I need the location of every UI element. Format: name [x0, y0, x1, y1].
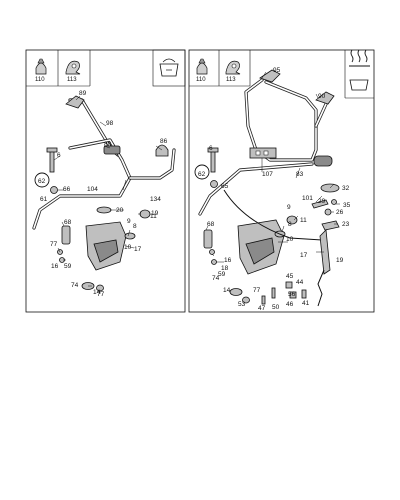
left-assembly [32, 95, 176, 294]
grommet [50, 186, 58, 194]
right-callout-18: 18 [221, 265, 229, 272]
right-callout-46: 46 [286, 301, 294, 308]
right-callout-11: 11 [300, 217, 307, 224]
left-callout-9: 9 [127, 218, 131, 225]
left-callout-10: 10 [124, 244, 132, 251]
reference-circle-62 [34, 172, 50, 188]
left-callout-19: 19 [151, 210, 159, 217]
left-callout-86: 86 [160, 138, 168, 145]
right-callout-77: 77 [253, 287, 261, 294]
left-callout-68: 68 [64, 219, 72, 226]
left-callout-74: 74 [71, 282, 79, 289]
left-callout-134: 134 [150, 196, 161, 203]
right-callout-62: 62 [198, 171, 206, 178]
right-callout-26: 26 [336, 209, 344, 216]
heater-element [249, 147, 277, 159]
left-callout-61: 61 [40, 196, 48, 203]
bolt [49, 149, 55, 173]
check-valve [103, 145, 121, 155]
bracket-icon [225, 60, 241, 75]
right-icon-label-113: 113 [226, 77, 236, 83]
left-callout-77: 77 [50, 241, 58, 248]
right-callout-44: 44 [296, 279, 304, 286]
right-callout-83: 83 [296, 171, 304, 178]
left-callout-77: 77 [97, 291, 105, 298]
right-callout-17: 17 [300, 252, 308, 259]
reference-circle-62 [194, 164, 210, 180]
right-callout-35: 35 [343, 202, 351, 209]
left-icon-label-113: 113 [67, 77, 77, 83]
right-callout-59: 59 [218, 271, 226, 278]
left-callout-59: 59 [64, 263, 72, 270]
right-icon-label-110: 110 [196, 77, 206, 83]
left-callout-6: 6 [57, 152, 61, 159]
right-header: 110 113 [189, 49, 374, 99]
right-callout-45: 45 [286, 273, 294, 280]
clip-icon [35, 58, 47, 75]
right-assembly [194, 69, 340, 307]
left-callout-11: 11 [150, 213, 157, 220]
left-icon-label-110: 110 [35, 77, 45, 83]
right-callout-8: 8 [288, 221, 292, 228]
right-callout-6: 6 [209, 145, 213, 152]
right-callout-9: 9 [287, 204, 291, 211]
grommet [96, 206, 112, 214]
left-callout-80: 80 [104, 141, 112, 148]
right-callout-32: 32 [342, 185, 350, 192]
left-callout-8: 8 [133, 223, 137, 230]
right-callout-107: 107 [262, 171, 273, 178]
right-callout-10: 10 [286, 236, 294, 243]
right-callout-56: 56 [288, 291, 296, 298]
washer-nozzle [315, 91, 335, 105]
left-callout-104: 104 [87, 186, 98, 193]
left-callout-66: 66 [63, 186, 71, 193]
washer-nozzle [259, 69, 281, 83]
right-callout-29: 29 [318, 198, 326, 205]
vehicle-variant-icon [159, 58, 179, 77]
washer-pump [61, 225, 71, 245]
right-callout-14: 14 [223, 287, 231, 294]
nut [139, 209, 151, 219]
right-callout-41: 41 [302, 300, 310, 307]
right-callout-68: 68 [207, 221, 215, 228]
left-panel-frame [25, 49, 186, 313]
right-callout-101: 101 [302, 195, 313, 202]
left-callout-17: 17 [134, 246, 142, 253]
check-valve [313, 155, 333, 167]
hose-clip [155, 144, 169, 157]
right-panel-frame [188, 49, 375, 313]
right-callout-16: 16 [224, 257, 232, 264]
left-callout-98: 98 [106, 120, 114, 127]
left-callout-62: 62 [38, 178, 46, 185]
left-callout-16: 16 [51, 263, 59, 270]
left-header: 110 113 [26, 49, 186, 87]
washer-nozzle [65, 95, 85, 109]
left-callout-14: 14 [93, 289, 101, 296]
heated-nozzle-variant-icon [349, 49, 370, 91]
left-callout-89: 89 [79, 90, 87, 97]
right-callout-53: 53 [238, 301, 246, 308]
clip-icon [196, 58, 208, 75]
bracket-icon [65, 60, 81, 75]
right-callout-90: 90 [318, 93, 326, 100]
right-callout-74: 74 [212, 275, 220, 282]
right-callout-23: 23 [342, 221, 350, 228]
right-callout-95: 95 [273, 67, 281, 74]
right-callout-19: 19 [336, 257, 344, 264]
right-callout-65: 65 [221, 183, 229, 190]
right-callout-47: 47 [258, 305, 266, 312]
left-callout-20: 20 [116, 207, 124, 214]
right-callout-50: 50 [272, 304, 280, 311]
